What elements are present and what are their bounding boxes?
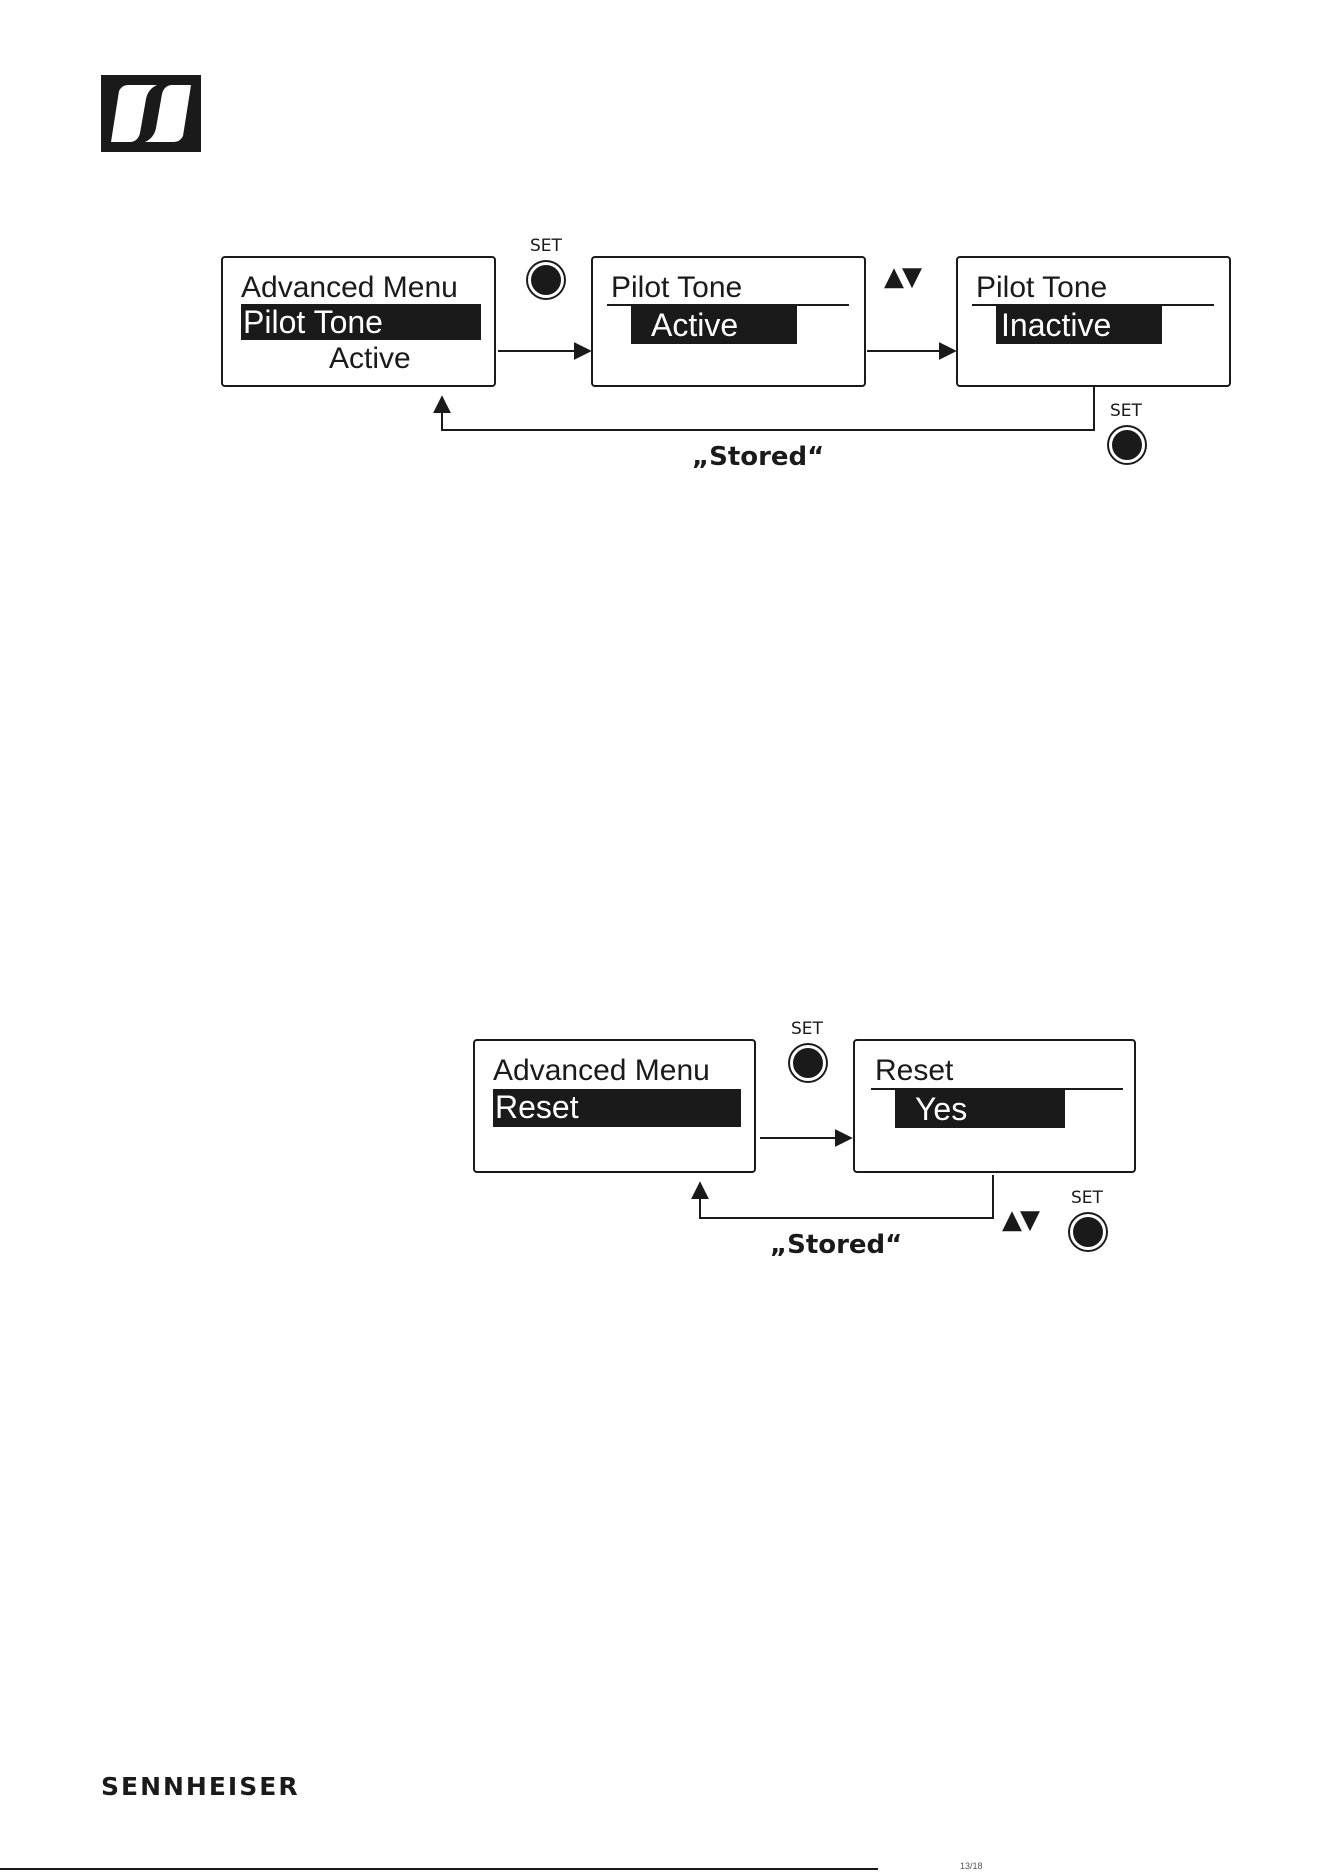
screen-line-advanced-menu: Advanced Menu [493,1056,710,1086]
up-down-arrows-icon: ▲▼ [884,264,920,290]
screen-title-pilot-tone: Pilot Tone [976,273,1107,303]
selected-item-pilot-tone: Pilot Tone [241,304,481,340]
lcd-screen-pilot-tone-active: Pilot Tone Active [591,256,866,387]
set-button-icon [790,1045,826,1081]
stored-label: „Stored“ [692,444,824,470]
selected-item-reset: Reset [493,1089,741,1127]
brand-wordmark: SENNHEISER [101,1774,300,1799]
up-down-arrows-icon: ▲▼ [1002,1207,1038,1233]
selected-value-inactive: Inactive [996,306,1162,344]
lcd-screen-advanced-menu: Advanced Menu Pilot Tone Active [221,256,496,387]
screen-title-pilot-tone: Pilot Tone [611,273,742,303]
set-label: SET [1110,403,1142,420]
screen-line-advanced-menu: Advanced Menu [241,273,458,303]
lcd-screen-reset-yes: Reset Yes [853,1039,1136,1173]
stored-label: „Stored“ [770,1232,902,1258]
set-label: SET [1071,1190,1103,1207]
return-arrow-stored-reset [700,1175,993,1218]
footer-divider [0,1868,878,1870]
screen-line-active: Active [329,344,411,374]
set-label: SET [791,1021,823,1038]
page-number: 13/18 [960,1862,983,1871]
set-label: SET [530,238,562,255]
set-button-icon [1070,1214,1106,1250]
set-button-icon [528,262,564,298]
screen-title-reset: Reset [875,1056,953,1086]
selected-value-active: Active [631,306,797,344]
lcd-screen-pilot-tone-inactive: Pilot Tone Inactive [956,256,1231,387]
return-arrow-stored [442,387,1094,430]
selected-value-yes: Yes [895,1090,1065,1128]
set-button-icon [1109,427,1145,463]
lcd-screen-advanced-menu-reset: Advanced Menu Reset [473,1039,756,1173]
